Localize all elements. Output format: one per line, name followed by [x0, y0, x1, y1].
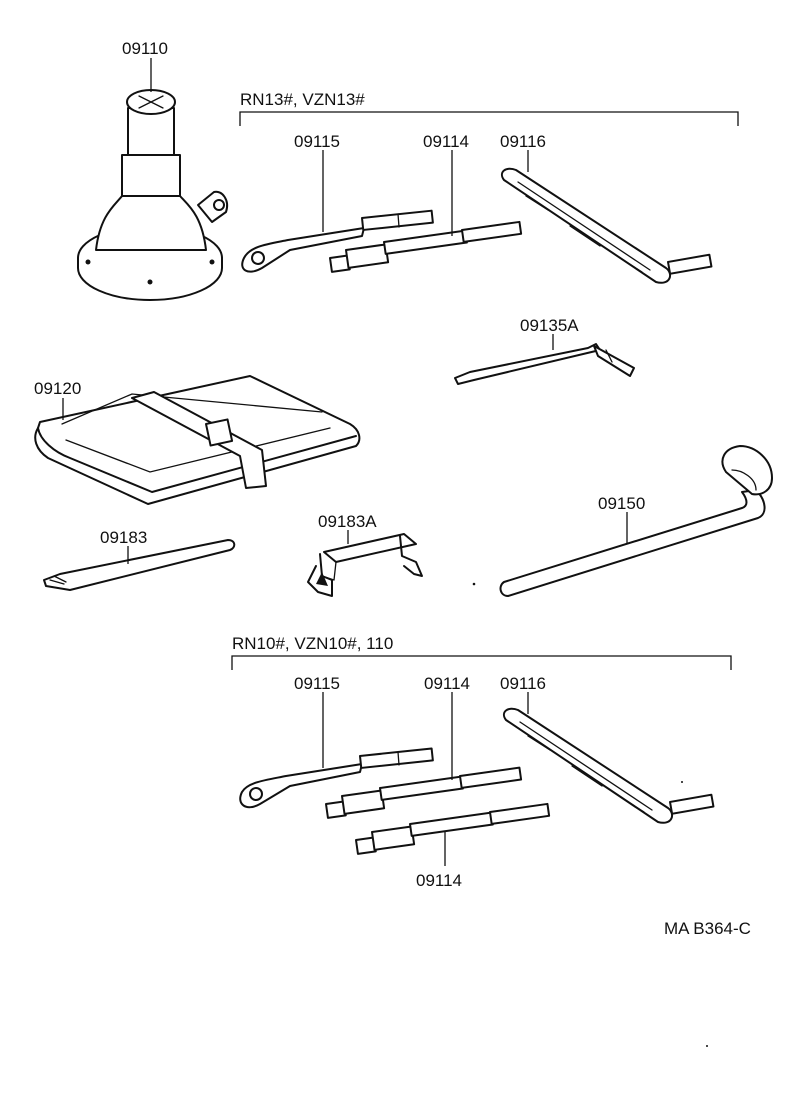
part-number-extension-bottom-upper: 09114: [424, 674, 470, 693]
part-number-lug-wrench: 09150: [598, 494, 645, 513]
group-label-top: RN13#, VZN13#: [240, 90, 365, 109]
diagram-code: MA B364-C: [664, 919, 751, 938]
extension-bottom-upper-drawing: [325, 766, 523, 819]
part-number-lever-top: 09116: [500, 132, 546, 151]
hook-handle-bottom-drawing: [239, 747, 434, 809]
part-number-hook-handle-bottom: 09115: [294, 674, 340, 693]
tool-bag-drawing: [34, 375, 361, 505]
part-number-hook-handle-top: 09115: [294, 132, 340, 151]
part-number-lever-bottom: 09116: [500, 674, 546, 693]
lever-bottom-drawing: [502, 707, 715, 824]
part-number-screwdriver: 09135A: [520, 316, 579, 335]
screwdriver-drawing: [454, 343, 635, 385]
part-number-clip: 09183A: [318, 512, 377, 531]
part-number-tool-bag: 09120: [34, 379, 81, 398]
group-bracket-top: [239, 111, 739, 126]
group-label-bottom: RN10#, VZN10#, 110: [232, 634, 393, 653]
group-bracket-bottom: [231, 655, 732, 670]
lever-top-drawing: [500, 167, 713, 284]
extension-bottom-lower-drawing: [355, 802, 551, 855]
hook-handle-top-drawing: [241, 209, 434, 273]
clip-drawing: [307, 533, 423, 597]
part-number-pry-bar: 09183: [100, 528, 147, 547]
jack-drawing: [77, 89, 228, 301]
extension-top-drawing: [329, 220, 523, 273]
part-number-jack: 09110: [122, 39, 168, 58]
pry-bar-drawing: [43, 539, 236, 591]
part-number-extension-bottom-lower: 09114: [416, 871, 462, 890]
lug-wrench-drawing: [499, 445, 773, 597]
part-number-extension-top: 09114: [423, 132, 469, 151]
